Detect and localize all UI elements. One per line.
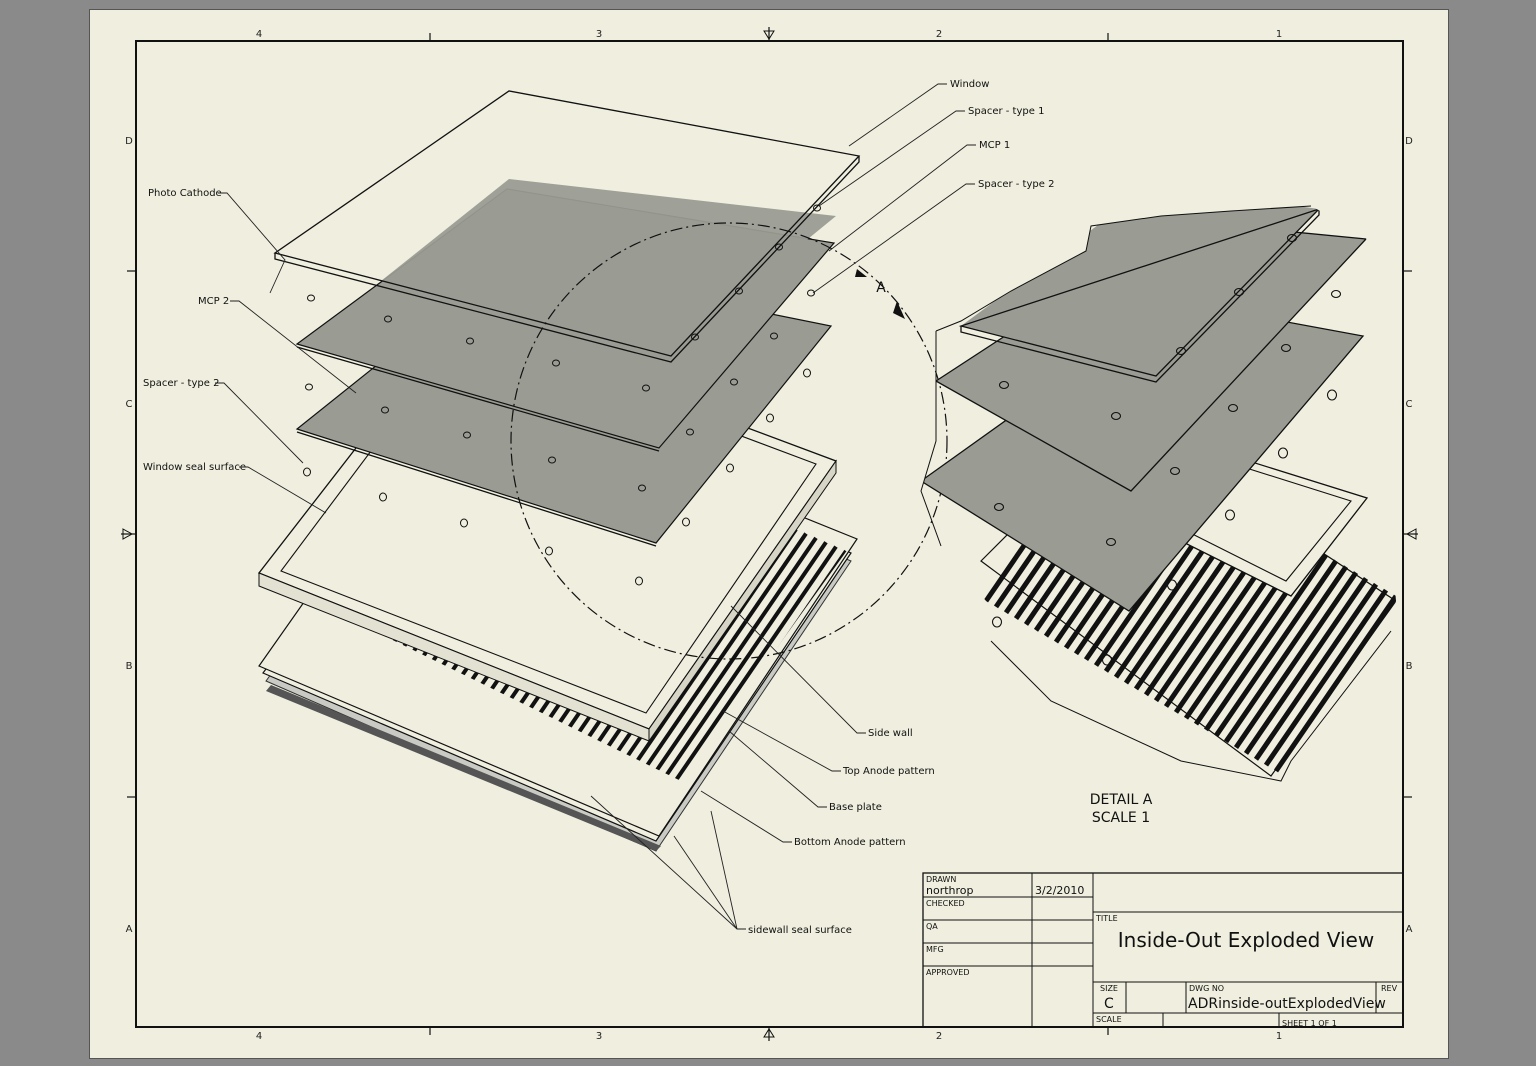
detail-a-marker: A: [876, 280, 886, 296]
detail-title: DETAIL A: [1090, 792, 1153, 808]
label-spacer-type-2-right: Spacer - type 2: [978, 179, 1054, 190]
zone-right-c: C: [1406, 399, 1413, 410]
callouts: Window Spacer - type 1 MCP 1 Spacer - ty…: [143, 79, 1054, 936]
tb-drawn-by: northrop: [926, 884, 974, 897]
label-spacer-type-2-left: Spacer - type 2: [143, 378, 219, 389]
label-spacer-type-1: Spacer - type 1: [968, 106, 1044, 117]
detail-a-view: DETAIL A SCALE 1: [920, 205, 1396, 826]
label-base-plate: Base plate: [829, 802, 882, 813]
tb-sheet: SHEET 1 OF 1: [1282, 1019, 1337, 1028]
label-photo-cathode: Photo Cathode: [148, 188, 222, 199]
label-mcp-1: MCP 1: [979, 140, 1010, 151]
bottom-anode-teeth: [266, 685, 661, 851]
tb-dwg-no-label: DWG NO: [1189, 984, 1224, 993]
label-bottom-anode-pattern: Bottom Anode pattern: [794, 837, 906, 848]
detail-a-circle: [510, 222, 948, 660]
tb-mfg-label: MFG: [926, 945, 944, 954]
drawing-sheet: 4 3 2 1 4 3 2 1 D C B A D C B A: [89, 9, 1449, 1059]
tb-qa-label: QA: [926, 922, 938, 931]
tb-size: C: [1104, 996, 1114, 1012]
label-side-wall: Side wall: [868, 728, 913, 739]
zone-right-b: B: [1406, 661, 1413, 672]
zone-bottom-4: 4: [256, 1031, 262, 1042]
tb-title-label: TITLE: [1095, 914, 1118, 923]
zone-bottom-1: 1: [1276, 1031, 1282, 1042]
tb-size-label: SIZE: [1100, 984, 1118, 993]
spacer-dots: [303, 204, 821, 586]
main-exploded-view: A: [257, 90, 948, 852]
label-sidewall-seal-surface: sidewall seal surface: [748, 925, 852, 936]
zone-left-c: C: [126, 399, 133, 410]
zone-left-b: B: [126, 661, 133, 672]
tb-checked-label: CHECKED: [926, 899, 965, 908]
tb-drawn-date: 3/2/2010: [1035, 884, 1084, 897]
title-block: DRAWN northrop 3/2/2010 CHECKED QA MFG A…: [922, 872, 1404, 1028]
label-window: Window: [950, 79, 989, 90]
label-window-seal-surface: Window seal surface: [143, 462, 246, 473]
zone-top-4: 4: [256, 29, 262, 40]
zone-top-3: 3: [596, 29, 602, 40]
detail-spacer-dots: [991, 233, 1342, 666]
zone-right-d: D: [1405, 136, 1413, 147]
zone-left-d: D: [125, 136, 133, 147]
tb-dwg-no: ADRinside-outExplodedView: [1188, 996, 1386, 1012]
detail-photo-cathode: [961, 206, 1319, 376]
label-mcp-2: MCP 2: [198, 296, 229, 307]
tb-rev-label: REV: [1381, 984, 1398, 993]
center-marks: [122, 30, 1417, 1038]
label-top-anode-pattern: Top Anode pattern: [842, 766, 935, 777]
tb-approved-label: APPROVED: [926, 968, 970, 977]
tb-scale-label: SCALE: [1096, 1015, 1122, 1024]
side-wall-edge-right: [648, 459, 837, 743]
detail-scale: SCALE 1: [1092, 810, 1150, 826]
zone-top-1: 1: [1276, 29, 1282, 40]
zone-top-2: 2: [936, 29, 942, 40]
zone-left-a: A: [126, 924, 133, 935]
zone-bottom-3: 3: [596, 1031, 602, 1042]
zone-bottom-2: 2: [936, 1031, 942, 1042]
zone-right-a: A: [1406, 924, 1413, 935]
tb-drawn-label: DRAWN: [926, 875, 956, 884]
tb-title: Inside-Out Exploded View: [1118, 928, 1374, 952]
technical-drawing: 4 3 2 1 4 3 2 1 D C B A D C B A: [121, 27, 1418, 1042]
